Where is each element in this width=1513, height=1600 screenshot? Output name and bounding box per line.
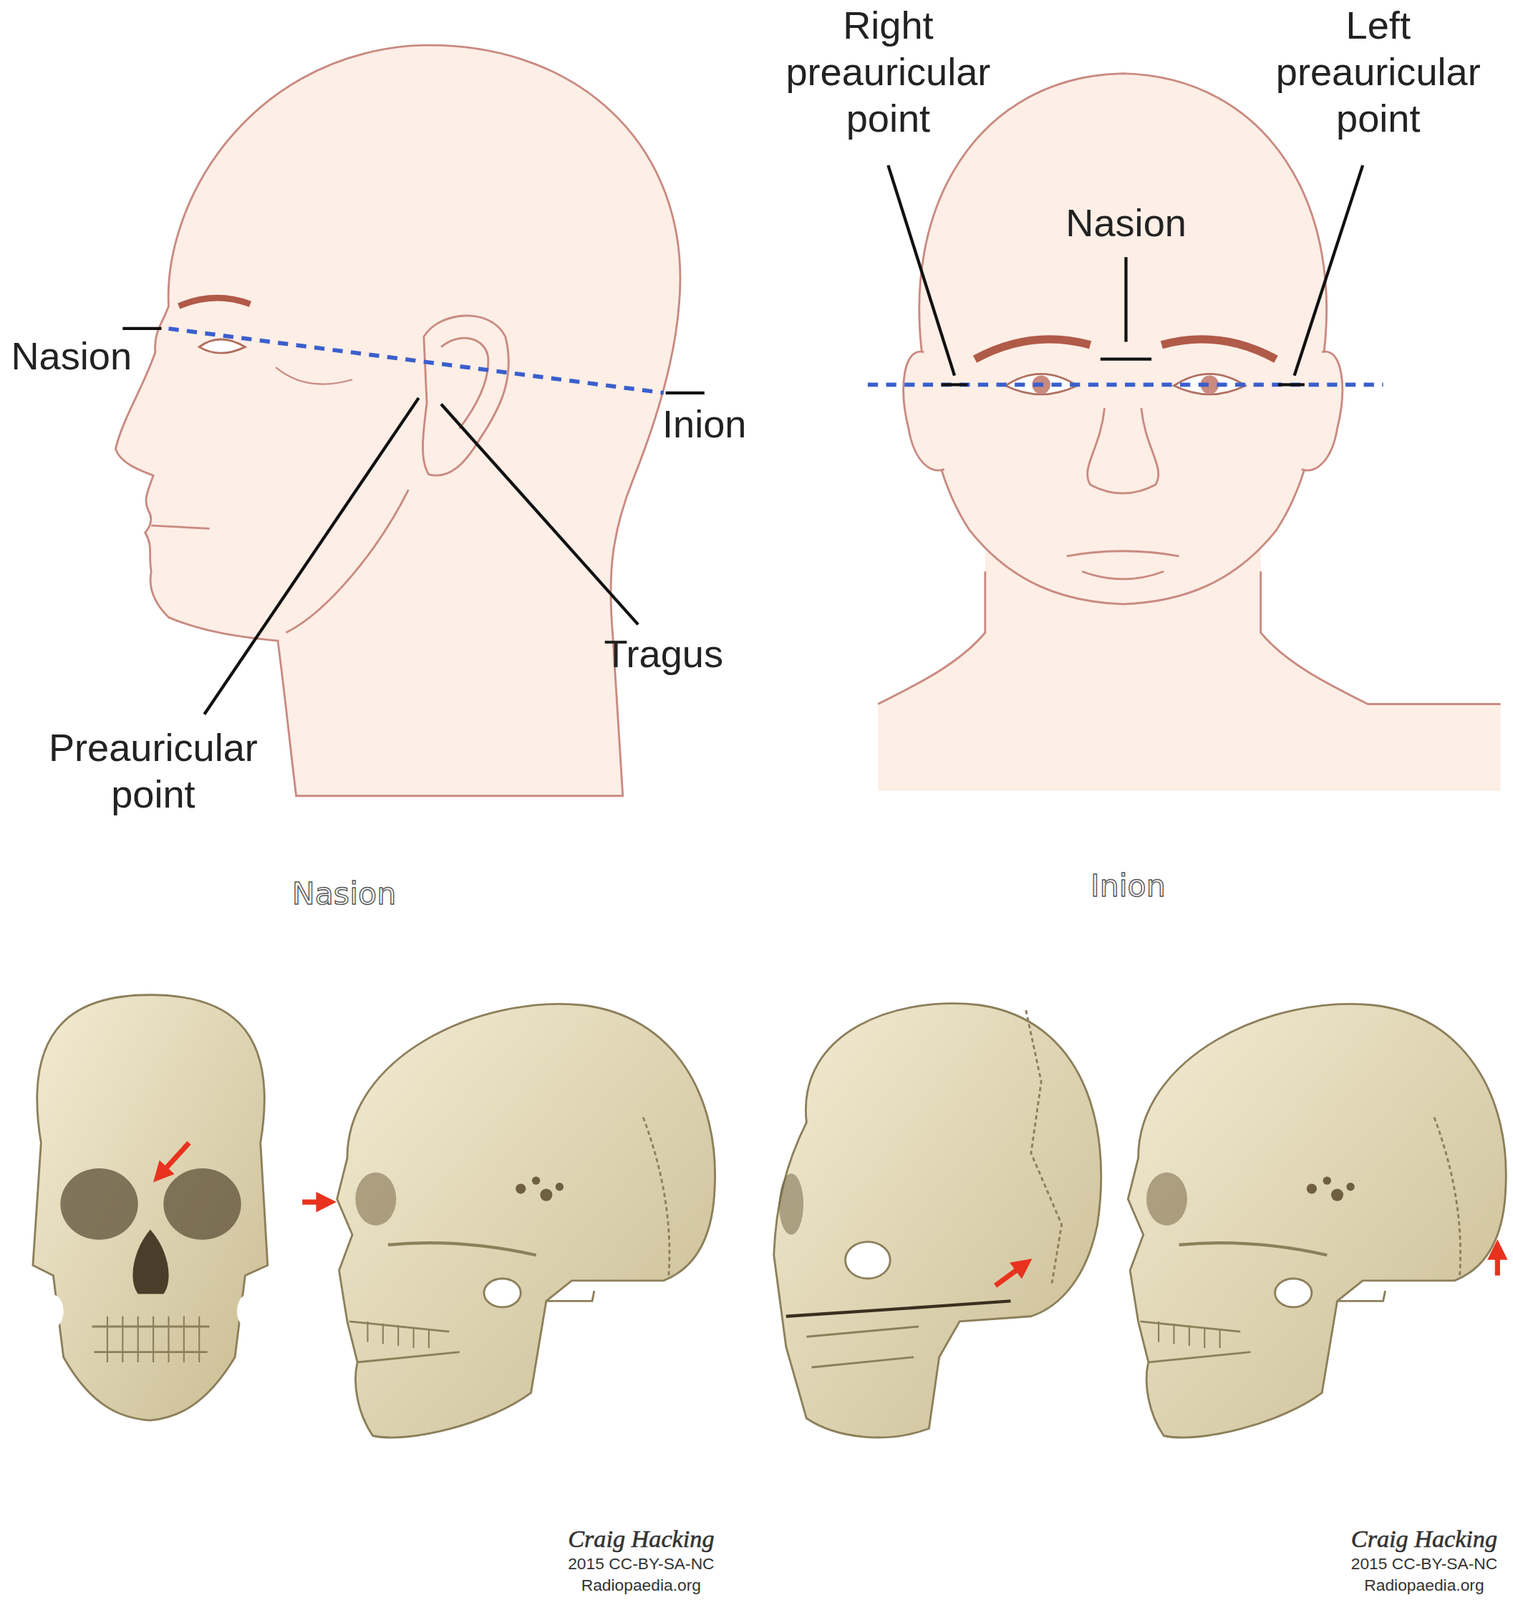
skull-lateral xyxy=(1127,1003,1506,1438)
reference-line xyxy=(867,383,1384,388)
tick xyxy=(940,383,968,386)
nose xyxy=(1087,408,1159,494)
leader-line xyxy=(1124,257,1128,342)
eyebrow xyxy=(1161,339,1276,360)
tick xyxy=(122,327,162,331)
ear xyxy=(903,351,945,471)
watermark: Radiopaedia.org xyxy=(539,1576,744,1596)
tick xyxy=(1100,358,1152,361)
leader-line xyxy=(441,403,638,625)
eyebrow xyxy=(975,339,1091,360)
anatomy-label: Nasion xyxy=(1033,199,1218,247)
tick xyxy=(1278,383,1305,386)
skull-front xyxy=(32,995,268,1421)
leader-line xyxy=(204,398,419,715)
tick xyxy=(665,391,705,395)
eye xyxy=(199,339,245,354)
watermark: Radiopaedia.org xyxy=(1337,1576,1511,1596)
pointer-arrow xyxy=(158,1142,190,1177)
watermark: Craig Hacking xyxy=(1337,1524,1511,1554)
anatomy-label: Nasion xyxy=(0,332,144,380)
leader-line xyxy=(887,165,955,376)
anatomy-label: Inion xyxy=(622,400,787,448)
neck-lines xyxy=(877,571,1501,704)
eyebrow xyxy=(179,297,251,306)
mouth xyxy=(151,525,210,529)
watermark: 2015 CC-BY-SA-NC xyxy=(539,1554,744,1574)
anatomy-label: Tragus xyxy=(577,630,751,678)
reference-line xyxy=(168,328,664,394)
anatomy-label: Left preauricular point xyxy=(1260,2,1496,142)
mouth xyxy=(1066,551,1180,580)
jaw-line xyxy=(285,489,409,633)
skull-oblique xyxy=(774,1003,1102,1438)
cheek-line xyxy=(275,367,353,384)
watermark: 2015 CC-BY-SA-NC xyxy=(1337,1554,1511,1574)
pointer-arrow xyxy=(1495,1247,1501,1276)
pointer-arrow xyxy=(302,1200,329,1206)
caption: Nasion xyxy=(242,875,447,913)
watermark: Craig Hacking xyxy=(539,1524,744,1554)
anatomy-label: Right preauricular point xyxy=(760,2,1016,142)
caption: Inion xyxy=(1026,867,1231,905)
head-front xyxy=(919,73,1327,605)
ear xyxy=(1301,351,1343,471)
skull-lateral xyxy=(337,1003,716,1438)
ear-inner xyxy=(441,337,489,429)
head-profile xyxy=(115,45,681,797)
pointer-arrow xyxy=(995,1263,1027,1287)
anatomy-label: Preauricular point xyxy=(25,724,281,818)
ear xyxy=(422,315,509,476)
leader-line xyxy=(1294,165,1364,376)
